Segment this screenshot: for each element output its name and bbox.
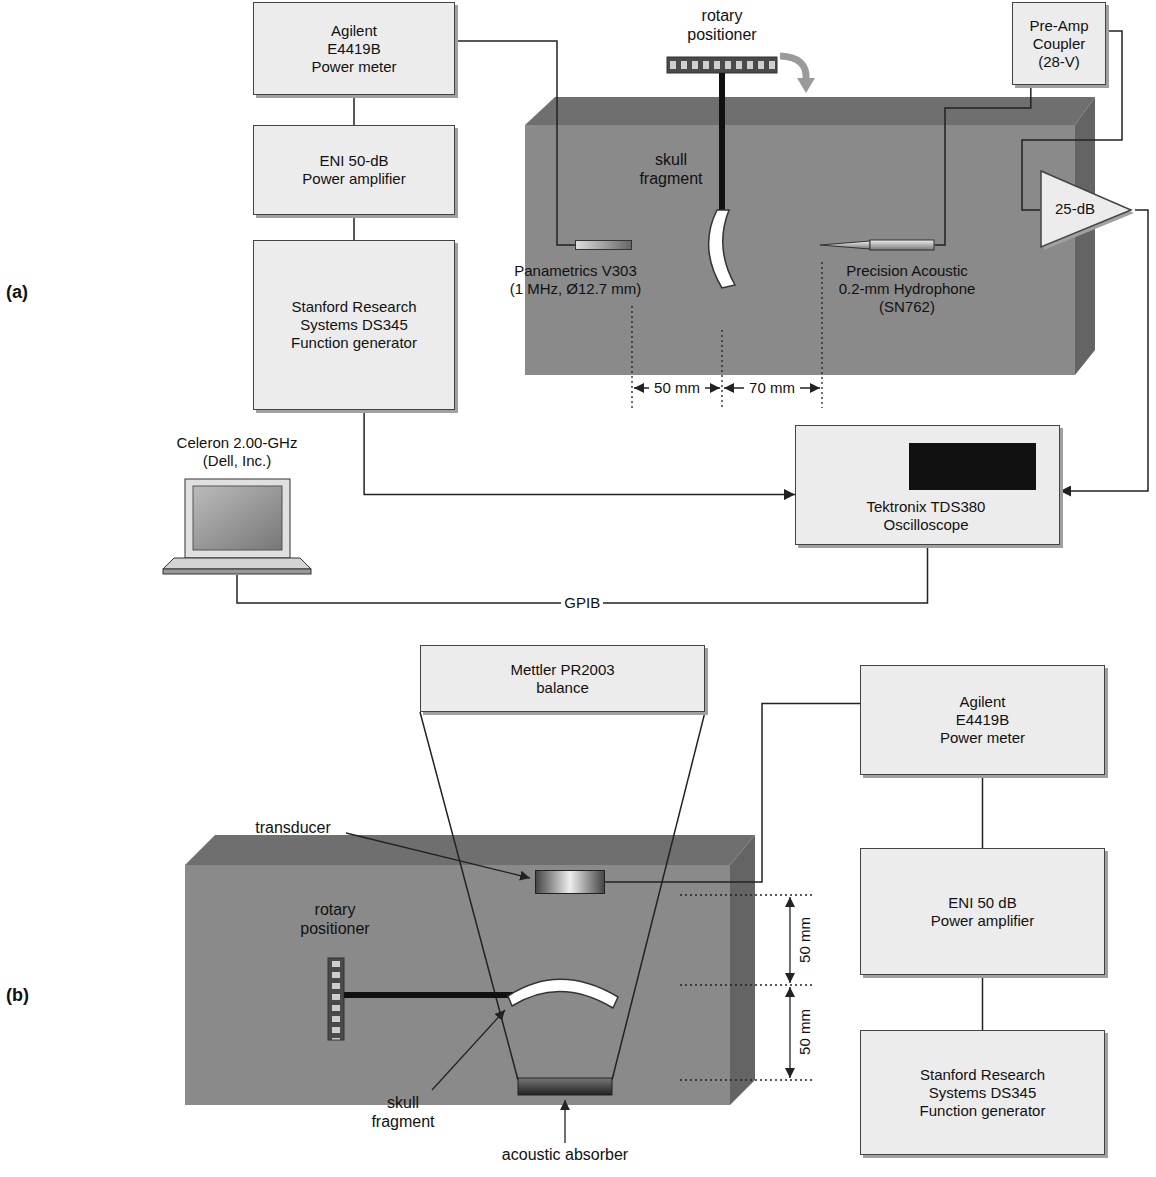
balance-suspension	[612, 712, 705, 1080]
signal-wire	[605, 704, 860, 883]
dimension-label: 50 mm	[796, 997, 814, 1067]
part-label: rotary positioner	[285, 900, 385, 938]
signal-wire	[353, 215, 355, 240]
instrument-box: Agilent E4419B Power meter	[860, 665, 1105, 775]
node-text: ENI 50-dB Power amplifier	[299, 152, 409, 188]
dimension-label: 50 mm	[649, 379, 705, 397]
rotary-positioner	[328, 958, 344, 1040]
laptop-computer: Celeron 2.00-GHz (Dell, Inc.)	[162, 478, 312, 575]
positioner-rod	[344, 992, 524, 998]
instrument-box: ENI 50-dB Power amplifier	[253, 125, 455, 215]
amplifier-triangle: 25-dB	[1040, 170, 1135, 250]
signal-wire	[1060, 210, 1148, 491]
instrument-box: Stanford Research Systems DS345 Function…	[253, 240, 455, 410]
water-tank	[185, 835, 755, 1105]
instrument-box: Agilent E4419B Power meter	[253, 2, 455, 95]
leader-arrow	[346, 833, 530, 878]
instrument-box: Pre-Amp Coupler (28-V)	[1012, 2, 1106, 85]
panel-label: (a)	[6, 282, 46, 304]
node-text: Stanford Research Systems DS345 Function…	[279, 298, 429, 352]
positioner-shaft	[719, 73, 725, 213]
node-text: Pre-Amp Coupler (28-V)	[1019, 17, 1099, 71]
hydrophone-body	[820, 238, 935, 252]
skull-fragment	[508, 979, 618, 1008]
dimension-lines	[680, 895, 815, 1080]
rotation-arrowhead	[797, 78, 815, 93]
edge-label: GPIB	[561, 594, 603, 612]
instrument-box: ENI 50 dB Power amplifier	[860, 848, 1105, 975]
node-text: Precision Acoustic 0.2-mm Hydrophone (SN…	[832, 262, 982, 316]
node-text: Tektronix TDS380 Oscilloscope	[841, 498, 1011, 534]
rotation-arrow	[780, 56, 806, 80]
node-text: 25-dB	[1044, 200, 1106, 218]
signal-wire	[982, 775, 984, 848]
node-text: Mettler PR2003 balance	[498, 661, 628, 697]
node-text: Panametrics V303 (1 MHz, Ø12.7 mm)	[507, 262, 644, 298]
node-text: Agilent E4419B Power meter	[937, 693, 1029, 747]
ultrasound-transducer: Panametrics V303 (1 MHz, Ø12.7 mm)	[575, 240, 632, 250]
skull-fragment	[709, 210, 735, 288]
transducer-body	[535, 870, 605, 894]
dimension-lines	[632, 262, 822, 408]
node-text: Celeron 2.00-GHz (Dell, Inc.)	[167, 434, 307, 470]
water-tank	[525, 97, 1095, 375]
leader-arrow	[432, 1010, 505, 1090]
instrument-box: Stanford Research Systems DS345 Function…	[860, 1030, 1105, 1155]
panel-label: (b)	[6, 985, 46, 1007]
oscilloscope-box: Tektronix TDS380 Oscilloscope	[795, 425, 1060, 545]
instrument-box: Mettler PR2003 balance	[420, 645, 705, 712]
dimension-label: 70 mm	[744, 379, 800, 397]
oscilloscope-screen	[909, 443, 1036, 490]
part-label: acoustic absorber	[470, 1145, 660, 1164]
node-text: transducer	[243, 818, 343, 837]
part-label: skull fragment	[362, 1093, 444, 1131]
ultrasound-transducer: transducer	[535, 870, 605, 894]
dimension-label: 50 mm	[796, 905, 814, 975]
signal-wire	[982, 975, 984, 1030]
transducer-body	[575, 240, 632, 250]
dimension-arrow	[789, 987, 790, 1078]
signal-wire	[455, 41, 575, 245]
node-text: Stanford Research Systems DS345 Function…	[908, 1066, 1058, 1120]
signal-wire	[353, 95, 355, 125]
part-label: skull fragment	[630, 150, 712, 188]
part-label: rotary positioner	[672, 6, 772, 44]
rotary-positioner	[667, 57, 777, 73]
node-text: ENI 50 dB Power amplifier	[928, 894, 1038, 930]
hydrophone: Precision Acoustic 0.2-mm Hydrophone (SN…	[820, 238, 935, 252]
signal-wire	[364, 410, 795, 495]
dimension-arrow	[789, 897, 790, 983]
balance-suspension	[420, 712, 518, 1080]
acoustic-absorber	[518, 1078, 612, 1095]
leader-arrow	[564, 1100, 565, 1143]
laptop-icon	[162, 478, 312, 575]
signal-wire	[935, 85, 1031, 245]
node-text: Agilent E4419B Power meter	[308, 22, 400, 76]
